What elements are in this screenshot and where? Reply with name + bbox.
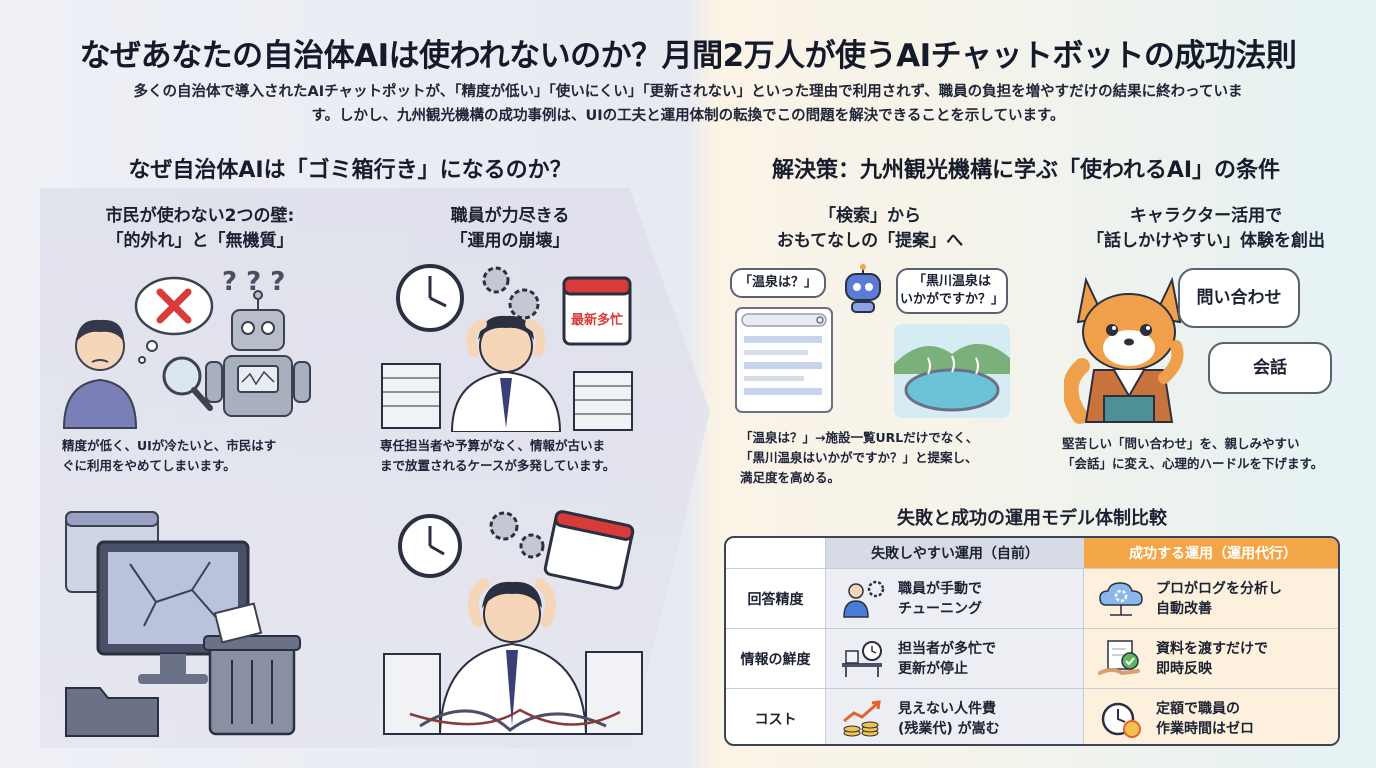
fail-cell: 見えない人件費 (残業代) が嵩む: [826, 689, 1084, 744]
cloud-gear-icon: [1099, 581, 1143, 616]
left-heading: なぜ自治体AIは「ゴミ箱行き」になるのか？: [128, 158, 572, 183]
fail-cell: 職員が手動で チューニング: [826, 569, 1084, 628]
robot-chat-icon: [845, 264, 881, 313]
citizen-heading: 市民が使わない2つの壁: 「的外れ」と「無機質」: [105, 206, 295, 251]
lead-line-1: 多くの自治体で導入されたAIチャットポットが、「精度が低い」「使いにくい」「更新…: [133, 84, 1243, 100]
table-row: コスト 見えない人件費 (残業代) が嵩む: [726, 689, 1338, 744]
right-heading: 解決策：九州観光機構に学ぶ「使われるAI」の条件: [771, 158, 1281, 183]
calendar-label: 最新多忙: [571, 312, 623, 328]
table-row: 情報の鮮度 担当者が多忙で 更新が停止: [726, 629, 1338, 688]
fox-mascot-icon: [1064, 276, 1184, 424]
user-query-bubble: 「温泉は？」: [730, 268, 826, 298]
gear-icon: [489, 511, 545, 559]
broken-monitor-icon: [96, 540, 250, 684]
overwhelmed-staff-illustration: 最新多忙: [381, 264, 633, 432]
row-label: 回答精度: [726, 569, 826, 628]
calendar-icon: 最新多忙: [562, 276, 632, 346]
lead-line-2: す。しかし、九州観光機構の成功事例は、UIの工夫と運用体制の転換でこの問題を解決…: [311, 108, 1065, 124]
table-header-row: 失敗しやすい運用（自前） 成功する運用（運用代行）: [726, 538, 1338, 568]
comparison-heading: 失敗と成功の運用モデル体制比較: [897, 508, 1167, 529]
proposal-heading: 「検索」から おもてなしの「提案」へ: [776, 206, 964, 251]
character-heading: キャラクター活用で 「話しかけやすい」体験を創出: [1087, 206, 1325, 251]
row-label: 情報の鮮度: [726, 629, 826, 688]
clock-icon: [396, 264, 464, 332]
clock-coin-icon: [1101, 702, 1141, 738]
inquiry-bubble: 問い合わせ: [1178, 268, 1300, 328]
comparison-table: 失敗しやすい運用（自前） 成功する運用（運用代行） 回答精度 職員が手動で チュ…: [724, 536, 1340, 746]
success-cell: 資料を渡すだけで 即時反映: [1084, 629, 1338, 688]
desk-clock-icon: [842, 640, 882, 677]
trash-can-icon: [203, 602, 301, 736]
paper-stack-left: [381, 363, 441, 429]
row-label: コスト: [726, 689, 826, 744]
tangled-cables: [409, 708, 621, 732]
bot-suggestion-bubble: 「黒川温泉は いかがですか？」: [896, 268, 1008, 314]
document-check-icon: [1098, 639, 1140, 675]
robot-icon: [205, 290, 311, 417]
staff-heading: 職員が力尽きる 「運用の崩壊」: [450, 206, 570, 251]
col-success-header: 成功する運用（運用代行）: [1084, 538, 1338, 568]
question-marks: ? ? ?: [222, 267, 285, 297]
fail-cell: 担当者が多忙で 更新が停止: [826, 629, 1084, 688]
clock-icon: [398, 514, 462, 578]
citizen-caption: 精度が低く、UIが冷たいと、市民はす ぐに利用をやめてしまいます。: [62, 438, 277, 473]
conversation-bubble: 会話: [1208, 342, 1332, 394]
search-window-icon: [735, 307, 833, 413]
onsen-icon: [894, 324, 1010, 418]
proposal-caption: 「温泉は？」→施設一覧URLだけでなく、 「黒川温泉はいかがですか？」と提案し、…: [740, 430, 979, 485]
success-cell: 定額で職員の 作業時間はゼロ: [1084, 689, 1338, 744]
table-row: 回答精度 職員が手動で チューニング プロがログを分析し 自動改善: [726, 569, 1338, 628]
cross-icon: [134, 276, 214, 364]
coin-chart-icon: [843, 699, 881, 736]
character-caption: 堅苦しい「問い合わせ」を、親しみやすい 「会話」に変え、心理的ハードルを下げます…: [1062, 436, 1324, 471]
page-title: なぜあなたの自治体AIは使われないのか？月間2万人が使うAIチャットボットの成功…: [79, 38, 1297, 74]
gear-icon: [482, 266, 540, 320]
col-fail-header: 失敗しやすい運用（自前）: [826, 538, 1084, 568]
confused-citizen-robot-illustration: ? ? ?: [62, 267, 311, 429]
lead-text: 多くの自治体で導入されたAIチャットポットが、「精度が低い」「使いにくい」「更新…: [60, 80, 1316, 128]
paper-stack-right: [573, 371, 633, 431]
magnifier-icon: [162, 356, 213, 411]
calendar-icon: [543, 510, 635, 590]
broken-computer-trash-illustration: [65, 511, 301, 737]
stressed-worker: [450, 315, 562, 432]
burnout-worker-illustration: [383, 510, 643, 735]
success-cell: プロがログを分析し 自動改善: [1084, 569, 1338, 628]
folder-icon: [65, 687, 159, 737]
citizen-figure: [62, 319, 138, 429]
worker-gear-icon: [843, 580, 885, 618]
staff-caption: 専任担当者や予算がなく、情報が古いま まで放置されるケースが多発しています。: [380, 438, 616, 473]
